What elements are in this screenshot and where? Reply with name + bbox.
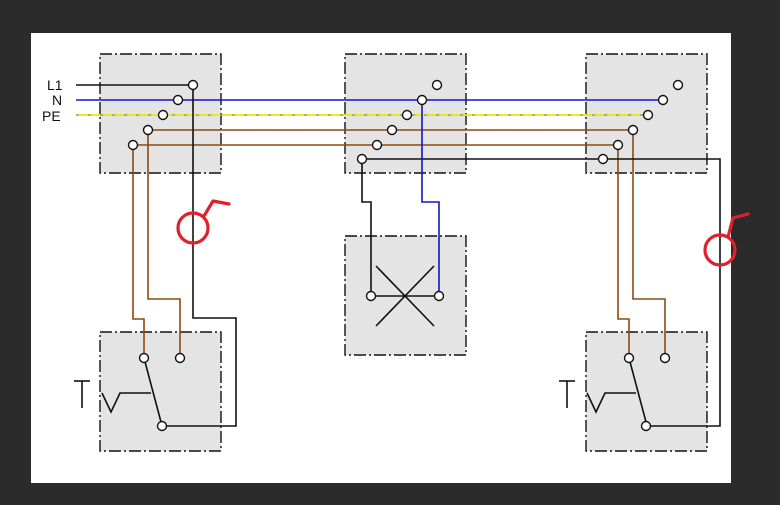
switch-left-contact [143,357,162,423]
switch-box-left [99,331,222,452]
terminals [127,79,684,432]
red-annotation-mark-left [176,199,231,245]
switch-left-actuator-symbol [74,380,151,414]
label-pe: PE [42,108,61,124]
red-annotation-mark-right [703,212,750,267]
switch-right-actuator-symbol [559,380,636,414]
lamp-symbol [371,265,439,327]
traveler-wires [132,129,666,358]
wire-neutral-lamp [421,100,440,296]
label-n: N [52,92,62,108]
switch-right-contact [628,357,647,423]
phase-wires [162,85,721,427]
label-l1: L1 [47,77,63,93]
switch-box-right [585,331,708,452]
